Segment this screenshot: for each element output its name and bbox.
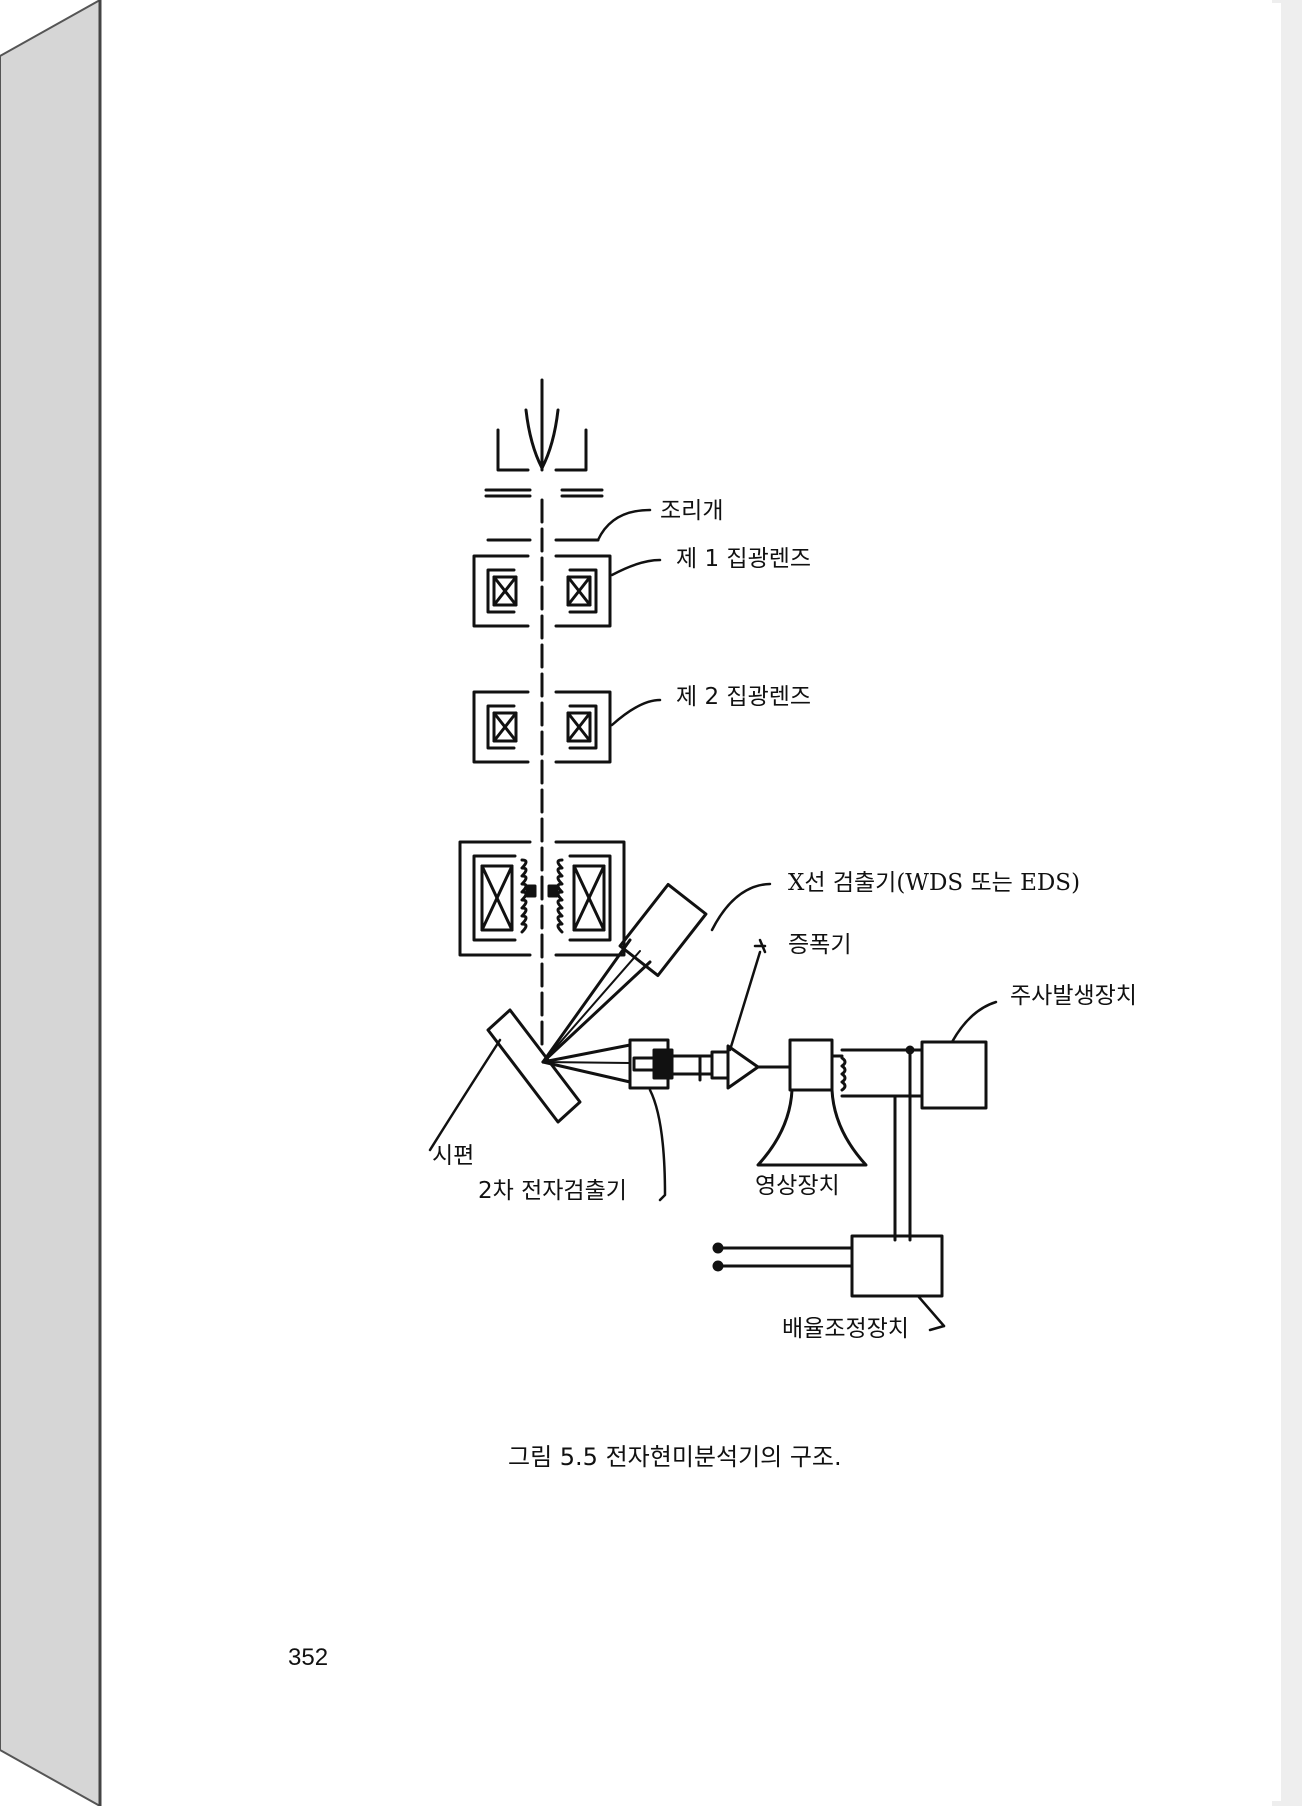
- magnification-control: [712, 1234, 944, 1298]
- objective-lens: [458, 840, 626, 957]
- label-condenser-lens-2: 제 2 집광렌즈: [676, 684, 812, 710]
- label-aperture: 조리개: [660, 498, 724, 524]
- label-amplifier: 증폭기: [788, 932, 852, 958]
- condenser-lens-2: [472, 690, 612, 764]
- label-specimen: 시편: [432, 1143, 475, 1169]
- amplifier: [710, 1044, 792, 1090]
- label-secondary-electron-detector: 2차 전자검출기: [478, 1178, 627, 1204]
- electron-gun: [484, 378, 604, 498]
- display-device: [756, 1038, 868, 1167]
- label-condenser-lens-1: 제 1 집광렌즈: [676, 546, 812, 572]
- scan-generator: [840, 1040, 988, 1242]
- label-display-device: 영상장치: [755, 1173, 840, 1199]
- page-number: 352: [288, 1644, 329, 1671]
- figure-caption: 그림 5.5 전자현미분석기의 구조.: [508, 1443, 842, 1471]
- label-leaders: [428, 508, 998, 1332]
- condenser-lens-1: [472, 554, 612, 628]
- specimen: [486, 1008, 582, 1124]
- label-xray-detector: X선 검출기(WDS 또는 EDS): [788, 870, 1081, 896]
- label-magnification-control: 배율조정장치: [782, 1316, 909, 1342]
- secondary-electron-detector: [541, 1038, 714, 1090]
- label-scan-generator: 주사발생장치: [1010, 983, 1137, 1009]
- xray-detector: [541, 882, 708, 1064]
